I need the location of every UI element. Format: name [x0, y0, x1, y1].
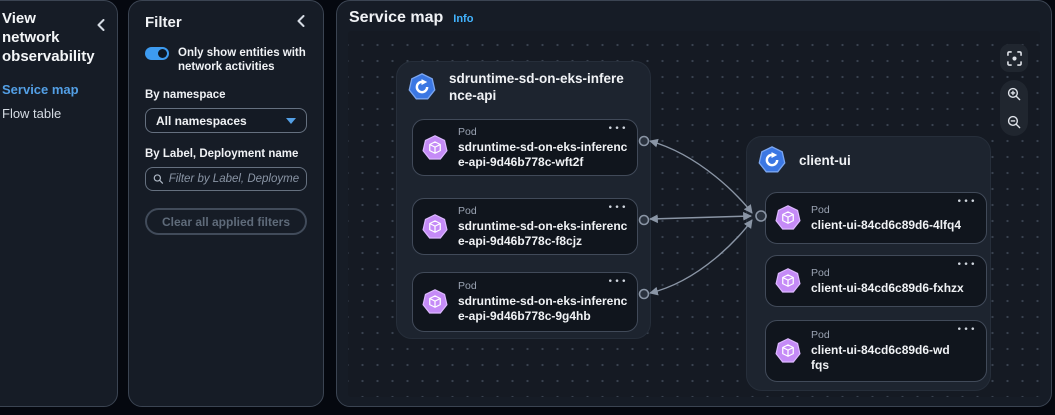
nav-panel-title: View network observability	[2, 10, 95, 65]
filter-collapse-button[interactable]	[295, 11, 307, 34]
pod-name: sdruntime-sd-on-eks-inference-api-9d46b7…	[458, 294, 628, 323]
pod-name: sdruntime-sd-on-eks-inference-api-9d46b7…	[458, 139, 628, 169]
nav-panel: View network observability Service map F…	[0, 0, 118, 407]
pod-name: client-ui-84cd6c89d6-wdfqs	[811, 343, 950, 372]
service-map-canvas[interactable]: sdruntime-sd-on-eks-inference-api Pod sd…	[348, 31, 1040, 397]
pod-node[interactable]: Pod client-ui-84cd6c89d6-4lfq4 •••	[765, 192, 987, 244]
network-activity-toggle-row: Only show entities with network activiti…	[145, 46, 307, 74]
toggle-knob	[158, 49, 167, 58]
zoom-out-button[interactable]	[1000, 108, 1028, 136]
pod-icon	[421, 288, 449, 316]
network-activity-toggle-label: Only show entities with network activiti…	[178, 47, 306, 73]
namespace-select-value: All namespaces	[156, 113, 247, 128]
pod-kind-label: Pod	[811, 203, 830, 216]
pod-name: sdruntime-sd-on-eks-inference-api-9d46b7…	[458, 218, 628, 248]
zoom-in-button[interactable]	[1000, 80, 1028, 108]
deployment-icon	[757, 145, 787, 175]
deployment-name: sdruntime-sd-on-eks-inference-api	[449, 71, 624, 103]
search-icon	[153, 174, 164, 184]
pod-icon	[421, 134, 449, 162]
chevron-left-icon	[297, 15, 305, 27]
edge-wft2f-to-4lfq4	[649, 138, 753, 214]
edge-f8cjz-to-4lfq4	[649, 211, 752, 224]
pod-node[interactable]: Pod sdruntime-sd-on-eks-inference-api-9d…	[412, 119, 638, 176]
canvas-controls	[1000, 44, 1028, 136]
filter-panel-title: Filter	[145, 14, 182, 31]
deployment-header-sdruntime[interactable]: sdruntime-sd-on-eks-inference-api	[397, 62, 650, 112]
pod-kind-label: Pod	[811, 329, 830, 341]
pod-name: client-ui-84cd6c89d6-4lfq4	[811, 217, 962, 232]
deployment-icon	[407, 72, 437, 102]
pod-icon	[421, 213, 449, 241]
pod-icon	[774, 337, 802, 365]
pod-kind-label: Pod	[458, 125, 477, 138]
deployment-name: client-ui	[799, 152, 851, 168]
fit-to-screen-button[interactable]	[1000, 44, 1028, 72]
nav-collapse-button[interactable]	[95, 15, 107, 38]
nav-item-service-map[interactable]: Service map	[2, 82, 79, 97]
group-node-client-ui: client-ui Pod client-ui-84cd6c89d6-4lfq4…	[746, 136, 991, 391]
namespace-filter-label: By namespace	[145, 89, 226, 101]
namespace-select[interactable]: All namespaces	[145, 108, 307, 133]
clear-filters-button[interactable]: Clear all applied filters	[145, 208, 307, 235]
zoom-controls	[1000, 80, 1028, 136]
caret-down-icon	[286, 117, 296, 124]
pod-name: client-ui-84cd6c89d6-fxhzx	[811, 280, 964, 295]
zoom-in-icon	[1007, 87, 1021, 101]
pod-icon	[774, 204, 802, 232]
label-filter-input[interactable]	[168, 173, 299, 185]
pod-menu-button[interactable]: •••	[607, 203, 628, 213]
pod-menu-button[interactable]: •••	[956, 325, 977, 335]
pod-menu-button[interactable]: •••	[956, 197, 977, 207]
deployment-header-client-ui[interactable]: client-ui	[747, 137, 990, 183]
pod-menu-button[interactable]: •••	[607, 124, 628, 134]
info-link[interactable]: Info	[453, 13, 474, 25]
pod-icon	[774, 267, 802, 295]
pod-node[interactable]: Pod sdruntime-sd-on-eks-inference-api-9d…	[412, 272, 638, 332]
group-node-sdruntime: sdruntime-sd-on-eks-inference-api Pod sd…	[396, 61, 651, 339]
chevron-left-icon	[97, 19, 105, 31]
pod-node[interactable]: Pod client-ui-84cd6c89d6-fxhzx •••	[765, 255, 987, 307]
service-map-panel: Service map Info sdruntime-sd-on-eks-inf…	[336, 0, 1052, 407]
pod-node[interactable]: Pod sdruntime-sd-on-eks-inference-api-9d…	[412, 198, 638, 255]
label-filter-search-box	[145, 167, 307, 191]
service-map-title: Service map	[349, 9, 444, 26]
fit-to-screen-icon	[1006, 50, 1022, 66]
nav-item-flow-table[interactable]: Flow table	[2, 106, 62, 121]
pod-menu-button[interactable]: •••	[956, 260, 977, 270]
network-activity-toggle[interactable]	[145, 47, 169, 60]
zoom-out-icon	[1007, 115, 1021, 129]
pod-kind-label: Pod	[458, 204, 477, 217]
pod-kind-label: Pod	[458, 280, 477, 292]
edge-9g4hb-to-4lfq4	[649, 219, 753, 296]
pod-kind-label: Pod	[811, 266, 830, 279]
pod-menu-button[interactable]: •••	[607, 277, 628, 287]
label-filter-label: By Label, Deployment name	[145, 148, 299, 160]
filter-panel: Filter Only show entities with network a…	[128, 0, 324, 407]
pod-node[interactable]: Pod client-ui-84cd6c89d6-wdfqs •••	[765, 320, 987, 382]
